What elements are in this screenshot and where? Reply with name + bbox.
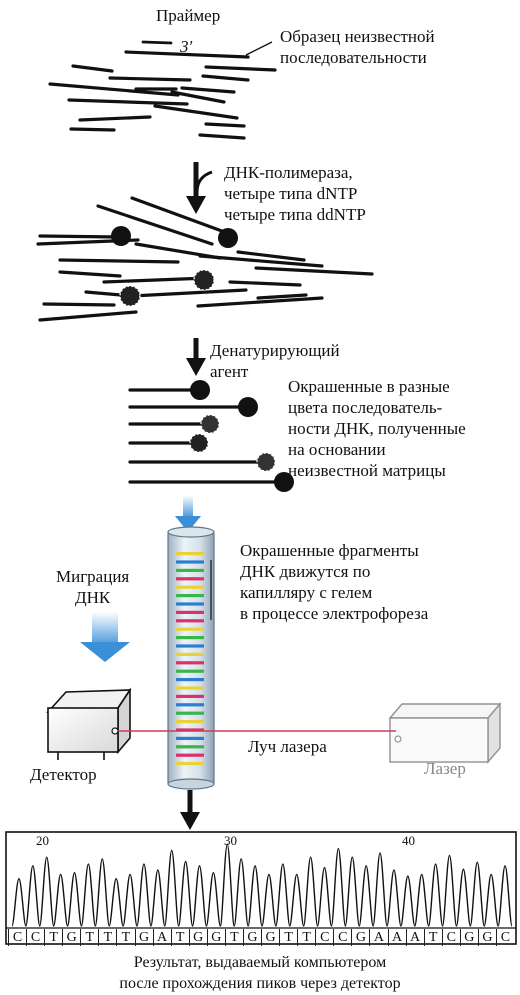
base-letter: C (315, 929, 333, 946)
fragment-dots (189, 380, 294, 492)
base-letter: G (134, 929, 153, 946)
base-letter: A (387, 929, 406, 946)
gel-band (176, 686, 204, 690)
trace-tick-40: 40 (402, 833, 415, 848)
base-letter: G (188, 929, 207, 946)
base-letter: G (206, 929, 225, 946)
gel-band (176, 568, 204, 572)
gel-band (176, 661, 204, 665)
result-caption: Результат, выдаваемый компьютером после … (119, 954, 401, 992)
base-letter: T (279, 929, 297, 946)
gel-band (176, 745, 204, 749)
base-letter: G (261, 929, 279, 946)
base-letter: T (423, 929, 442, 946)
gel-band (176, 610, 204, 614)
gel-band (176, 720, 204, 724)
base-letter: G (351, 929, 369, 946)
gel-band (176, 560, 204, 564)
gel-band (176, 753, 204, 757)
template-strands (48, 40, 277, 140)
base-letter: T (297, 929, 315, 946)
gel-band (176, 703, 204, 707)
base-letter: T (224, 929, 243, 946)
denaturing-agent-label: Денатурирующий агент (210, 341, 340, 381)
base-letter: C (8, 929, 26, 946)
capillary-description: Окрашенные фрагменты ДНК движутся по кап… (240, 541, 429, 623)
arrow-step-1 (186, 162, 213, 214)
extension-strands (36, 196, 374, 322)
blue-arrow-top (175, 495, 201, 532)
base-letter: A (152, 929, 171, 946)
base-letter: A (405, 929, 424, 946)
gel-band (176, 652, 204, 656)
gel-band (176, 594, 204, 598)
step1-reagents-label: ДНК-полимераза, четыре типа dNTP четыре … (224, 163, 366, 224)
base-letter: T (170, 929, 189, 946)
base-letter: C (441, 929, 460, 946)
base-letter: T (80, 929, 98, 946)
base-letter: C (333, 929, 351, 946)
laser-device (388, 702, 502, 764)
base-letter: T (98, 929, 116, 946)
gel-band (176, 636, 204, 640)
denatured-fragments (128, 388, 284, 484)
base-letter: G (477, 929, 496, 946)
ddntp-dots (111, 226, 238, 307)
laser-label: Лазер (424, 759, 466, 778)
chromatogram-trace (11, 843, 513, 927)
primer-label: Праймер (156, 6, 221, 25)
arrow-step-2 (186, 338, 206, 376)
trace-tick-20: 20 (36, 833, 49, 848)
gel-band (176, 619, 204, 623)
gel-band (176, 585, 204, 589)
colored-sequences-label: Окрашенные в разные цвета последователь-… (288, 377, 466, 480)
gel-band (176, 602, 204, 606)
base-letter: G (242, 929, 261, 946)
primer-3prime-label: 3′ (180, 37, 193, 56)
gel-bands (176, 552, 204, 766)
pointer-line-sample (245, 41, 273, 56)
base-letter: C (495, 929, 514, 946)
capillary-tube (167, 526, 215, 790)
trace-tick-30: 30 (224, 833, 237, 848)
gel-band (176, 678, 204, 682)
base-letter: G (459, 929, 478, 946)
detector-label: Детектор (30, 765, 97, 784)
gel-band (176, 728, 204, 732)
gel-band (176, 711, 204, 715)
arrow-step-3 (180, 790, 200, 830)
migration-label: Миграция ДНК (56, 567, 130, 607)
gel-band (176, 736, 204, 740)
gel-band (176, 694, 204, 698)
base-letter: T (116, 929, 134, 946)
trace-frame (5, 831, 517, 945)
gel-band (176, 552, 204, 556)
laser-beam-label: Луч лазера (248, 737, 327, 756)
base-letter: A (369, 929, 387, 946)
migration-arrow (80, 612, 130, 662)
gel-band (176, 669, 204, 673)
gel-band (176, 644, 204, 648)
base-letter: T (44, 929, 62, 946)
unknown-sample-label: Образец неизвестной последовательности (280, 27, 435, 67)
detector-device (46, 687, 132, 760)
base-letter: G (62, 929, 80, 946)
gel-band (176, 577, 204, 581)
gel-band (176, 627, 204, 631)
base-letter: C (26, 929, 44, 946)
gel-band (176, 762, 204, 766)
